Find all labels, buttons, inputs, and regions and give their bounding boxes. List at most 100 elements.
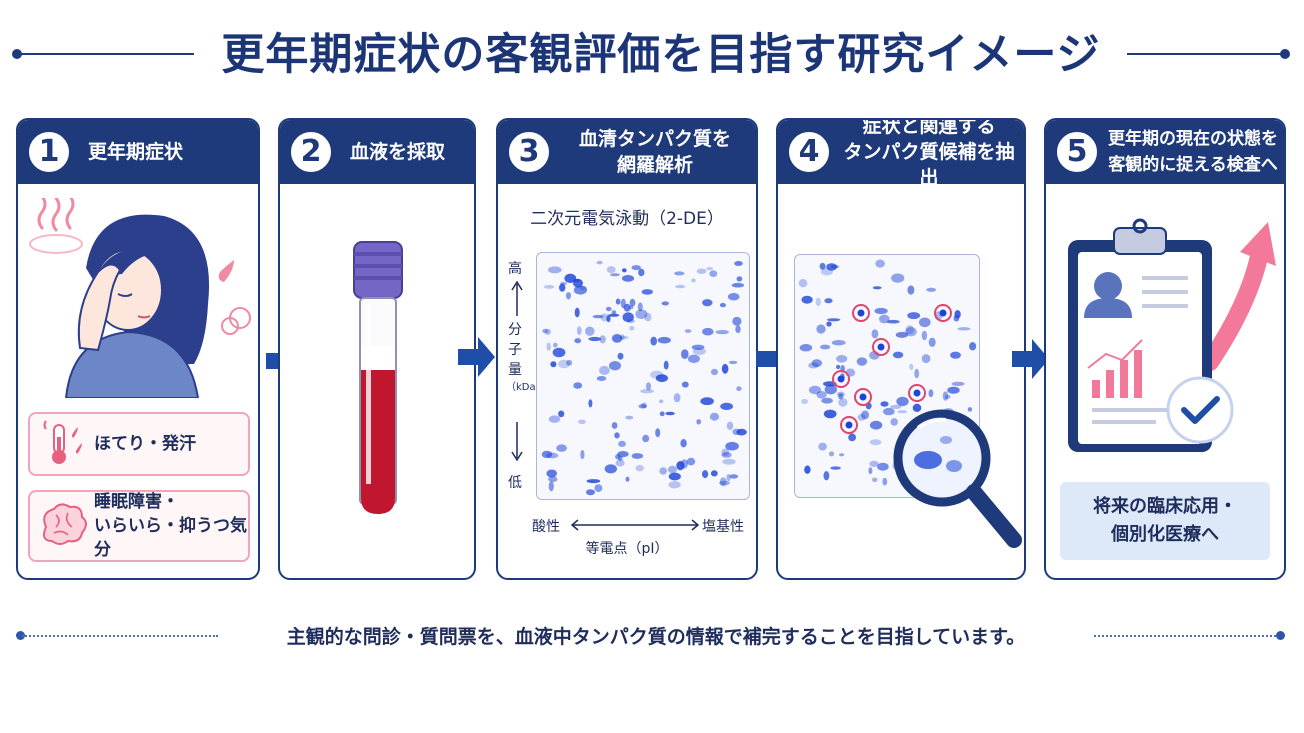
gel-spot: [625, 415, 634, 420]
gel-spot: [611, 334, 623, 343]
candidate-spot: [857, 309, 865, 317]
gel-spot: [905, 325, 915, 335]
thermometer-icon: [43, 420, 82, 464]
gel-spot: [550, 361, 557, 368]
gel-spot: [831, 340, 846, 346]
gel-spot: [631, 265, 641, 271]
gel-spot: [957, 327, 971, 331]
gel-spot: [573, 382, 583, 389]
gel-spot: [823, 409, 837, 419]
gel-spot: [541, 450, 553, 459]
symptom-sleep-line1: 睡眠障害・: [94, 492, 179, 512]
gel-spot: [857, 413, 866, 421]
gel-spot: [586, 489, 595, 496]
step-number-5: 5: [1054, 129, 1100, 175]
gel-spot: [645, 382, 652, 391]
gel-spot: [950, 351, 961, 359]
gel-spot: [594, 484, 603, 492]
gel-spot: [728, 360, 738, 365]
gel-spot: [821, 397, 833, 404]
gel-spot: [588, 336, 602, 342]
gel-spot: [839, 453, 845, 457]
gel-spot: [702, 299, 713, 307]
step-label-4-line2: タンパク質候補を抽出: [843, 141, 1015, 189]
step-card-1: 1 更年期症状 ほてり: [16, 118, 260, 580]
gel-spot: [706, 267, 714, 271]
gel-spot: [579, 285, 587, 291]
gel-spot: [702, 470, 709, 479]
gel-spot: [585, 326, 595, 336]
footer-dot-right: [1276, 631, 1285, 640]
gel-spot: [824, 384, 837, 395]
future-application-box: 将来の臨床応用・ 個別化医療へ: [1060, 482, 1270, 560]
gel-spot: [926, 287, 937, 292]
gel-spot: [673, 393, 681, 403]
candidate-spot: [913, 389, 921, 397]
gel-spot: [661, 301, 669, 306]
gel-spot: [801, 295, 813, 304]
brain-icon: [43, 503, 87, 545]
gel-spot: [615, 298, 621, 305]
gel-spot: [606, 266, 616, 274]
gel-spot: [620, 334, 625, 341]
step-card-2: 2 血液を採取: [278, 118, 476, 580]
gel-spot: [659, 411, 665, 417]
gel-spot: [559, 283, 566, 292]
footer-row: 主観的な問診・質問票を、血液中タンパク質の情報で補完することを目指しています。: [0, 618, 1304, 654]
gel-spot: [546, 342, 551, 351]
gel-spot: [815, 297, 821, 307]
gel-spot: [947, 386, 960, 394]
candidate-spot: [939, 309, 947, 317]
gel-spot: [836, 355, 848, 363]
gel-spot: [696, 268, 707, 274]
gel-spot: [552, 347, 566, 358]
gel-spot: [606, 315, 611, 323]
step-card-4: 4 症状と関連する タンパク質候補を抽出: [776, 118, 1026, 580]
gel-spot: [655, 374, 668, 382]
gel-spot: [715, 330, 729, 335]
gel-spot: [623, 303, 631, 312]
gel-spot: [596, 376, 607, 381]
candidate-spot: [837, 375, 845, 383]
gel-spot: [610, 273, 620, 277]
gel-spot: [667, 465, 677, 474]
gel-spot: [944, 394, 951, 399]
step-label-3-line1: 血清タンパク質を: [578, 128, 731, 150]
gel-spot: [668, 472, 681, 481]
step-header-5: 5 更年期の現在の状態を 客観的に捉える検査へ: [1046, 120, 1284, 184]
gel-spot: [680, 439, 687, 448]
gel-spot: [734, 261, 743, 266]
gel-spot: [879, 314, 890, 324]
gel-spot: [544, 328, 551, 335]
gel-spot: [869, 460, 879, 467]
gel-spot: [665, 411, 675, 416]
gel-spot: [726, 474, 731, 482]
step-header-4: 4 症状と関連する タンパク質候補を抽出: [778, 120, 1024, 189]
gel-spot: [816, 324, 826, 334]
step-number-4: 4: [786, 129, 832, 175]
footer-caption: 主観的な問診・質問票を、血液中タンパク質の情報で補完することを目指しています。: [286, 626, 1026, 648]
symptom-box-hot-flash: ほてり・発汗: [28, 412, 250, 476]
gel-spot: [907, 312, 921, 320]
axis-x-left: 酸性: [532, 519, 560, 535]
gel-spot: [719, 477, 727, 487]
gel-spot: [657, 336, 671, 344]
gel-spot: [548, 415, 561, 423]
gel-spot: [928, 337, 936, 347]
gel-spot: [635, 465, 644, 472]
gel-spot: [720, 402, 733, 410]
gel-spot: [650, 370, 664, 379]
gel-spot: [710, 368, 719, 376]
step-header-1: 1 更年期症状: [18, 120, 258, 184]
gel-spot: [816, 391, 827, 399]
gel-spot: [820, 268, 833, 276]
gel-spot: [892, 351, 904, 359]
gel-spot: [638, 404, 647, 409]
gel-spot: [838, 393, 844, 400]
gel-spot: [826, 263, 837, 271]
gel-spot: [819, 262, 826, 270]
candidate-spot-marker: [840, 416, 858, 434]
gel-spot: [824, 298, 833, 304]
gel-spot: [905, 327, 917, 337]
symptom-sleep: 睡眠障害・ いらいら・抑うつ気分: [94, 490, 248, 562]
